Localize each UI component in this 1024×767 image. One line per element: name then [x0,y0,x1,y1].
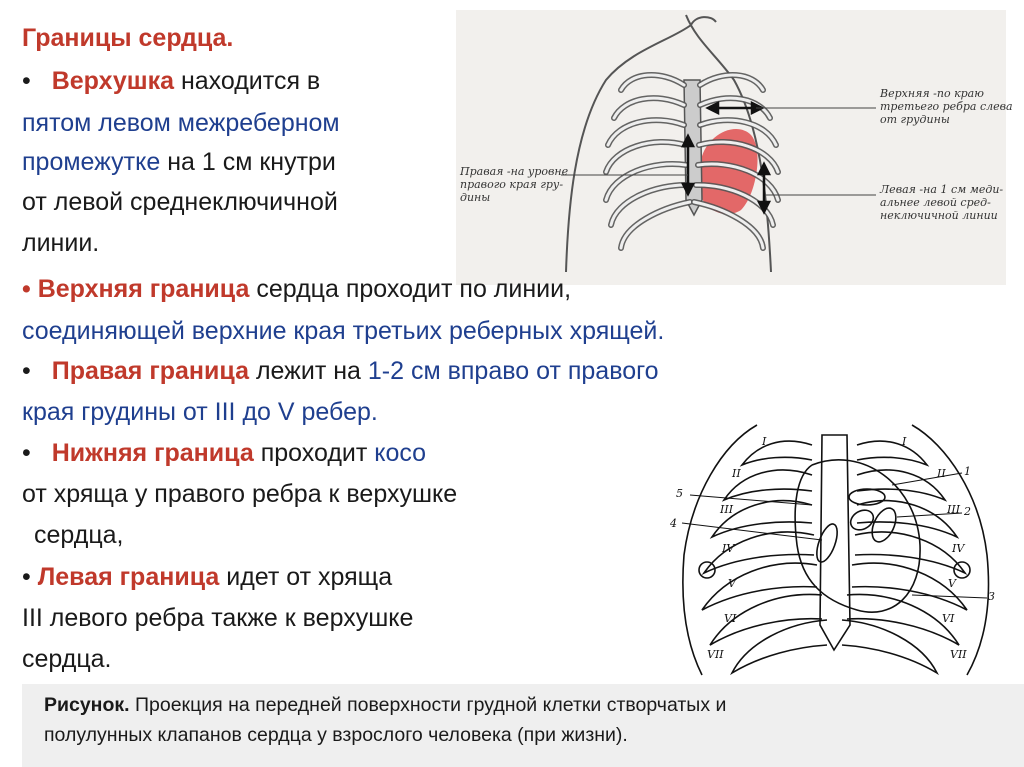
valve-label: 2 [964,505,971,518]
left-note-line: Левая -на 1 см меди- [880,183,1004,196]
bullet: • [22,275,31,303]
rib-label-left: IV [722,542,735,555]
upper-border-note: Верхняя -по краю третьего ребра слева от… [880,87,1013,126]
apex-text: на 1 см кнутри [167,148,336,176]
chest-border-figure [456,10,1006,285]
rib-label-right: VI [942,612,955,625]
right-border-line-1: • Правая граница лежит на 1-2 см вправо … [22,355,659,388]
right-term: Правая граница [51,357,249,385]
rib-label-left: I [762,435,767,448]
lower-term: Нижняя граница [51,439,254,467]
apex-line-2: пятом левом межреберном [22,109,340,137]
left-border-line-3: сердца. [22,645,112,673]
apex-line-4: от левой среднеключичной [22,188,338,216]
apex-line-5: линии. [22,229,100,257]
rib-label-right: V [948,577,956,590]
upper-note-line: третьего ребра слева [880,100,1013,113]
upper-border-line-1: • Верхняя граница сердца проходит по лин… [22,273,571,306]
valve-label: 4 [670,517,677,530]
chest-illustration [561,14,876,273]
right-note-line: дины [460,191,491,204]
apex-line-3: промежутке на 1 см кнутри [22,146,336,179]
left-border-line-2: III левого ребра также к верхушке [22,604,414,632]
apex-line-1: • Верхушка находится в [22,65,320,98]
upper-text: сердца проходит по линии, [256,275,572,303]
apex-text-blue: промежутке [22,148,161,176]
upper-border-line-2: соединяющей верхние края третьих реберны… [22,317,665,345]
right-note-line: правого края гру- [460,178,564,191]
rib-label-right: IV [952,542,965,555]
rib-label-left: VII [707,648,724,661]
left-note-line: неключичной линии [880,209,998,222]
rib-label-left: VI [724,612,737,625]
left-note-line: альнее левой сред- [880,196,991,209]
left-border-line-1: • Левая граница идет от хряща [22,561,392,594]
bullet: • [22,67,31,95]
rib-label-right: I [902,435,907,448]
caption-label: Рисунок. [44,694,130,716]
rib-label-left: III [720,503,734,516]
slide-title: Границы сердца. [22,22,233,55]
lower-border-line-1: • Нижняя граница проходит косо [22,437,426,470]
rib-label-right: II [937,467,946,480]
right-text: лежит на [255,357,361,385]
valve-label: 3 [988,590,995,603]
caption-text: Проекция на передней поверхности грудной… [134,694,727,716]
rib-label-right: VII [950,648,967,661]
rib-label-left: II [732,467,741,480]
valve-label: 1 [964,465,971,478]
apex-term: Верхушка [51,67,174,95]
title-text: Границы сердца. [22,24,234,52]
rib-label-right: III [947,503,961,516]
apex-text: находится в [180,67,321,95]
right-border-note: Правая -на уровне правого края гру- дины [460,165,568,204]
right-note-line: Правая -на уровне [460,165,569,178]
rib-label-left: V [728,577,736,590]
bullet: • [22,357,31,385]
bullet: • [22,563,31,591]
figure-caption: Рисунок. Проекция на передней поверхност… [22,684,1024,767]
bullet: • [22,439,31,467]
right-border-line-2: края грудины от III до V ребер. [22,398,378,426]
left-term: Левая граница [37,563,220,591]
valve-label: 5 [676,487,683,500]
upper-note-line: от грудины [880,113,950,126]
lower-border-line-2: от хряща у правого ребра к верхушке [22,480,458,508]
ribcage-line-drawing [681,424,990,676]
left-border-note: Левая -на 1 см меди- альнее левой сред- … [880,183,1003,222]
left-text: идет от хряща [226,563,393,591]
upper-term: Верхняя граница [37,275,250,303]
upper-note-line: Верхняя -по краю [880,87,984,100]
valve-projection-figure: 1 2 3 4 5 I II III IV V VI VII I II III … [662,405,1012,683]
lower-text: проходит [260,439,368,467]
caption-line-2: полулунных клапанов сердца у взрослого ч… [44,724,628,746]
right-text-blue: 1-2 см вправо от правого [367,357,659,385]
lower-text-blue: косо [374,439,427,467]
lower-border-line-3: сердца, [34,521,124,549]
caption-line-1: Рисунок. Проекция на передней поверхност… [44,690,726,720]
